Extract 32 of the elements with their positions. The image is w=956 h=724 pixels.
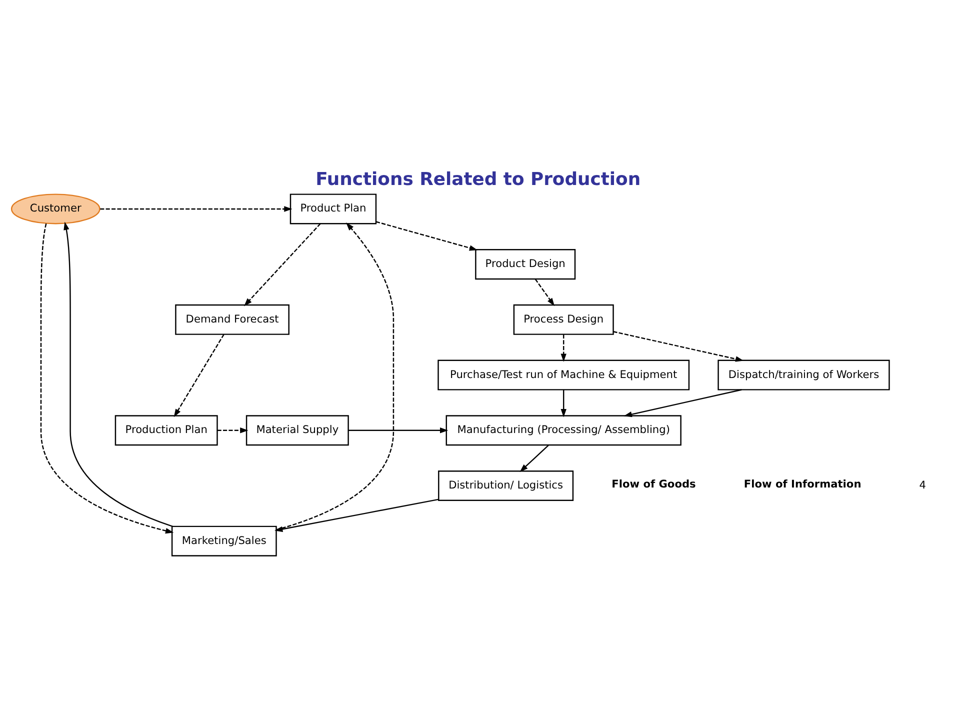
arrow	[560, 390, 566, 418]
node-box: Manufacturing (Processing/ Assembling)	[446, 415, 682, 446]
node-ellipse: Customer	[10, 194, 100, 224]
arrow	[100, 206, 292, 212]
arrow	[534, 278, 555, 306]
arrow	[274, 498, 438, 532]
arrow	[348, 428, 448, 434]
legend-label: Flow of Goods	[612, 478, 696, 491]
node-box: Demand Forecast	[175, 304, 290, 335]
arrow	[376, 221, 478, 251]
legend-label: Flow of Information	[744, 478, 862, 491]
node-box: Production Plan	[114, 415, 218, 446]
diagram-title: Functions Related to Production	[316, 169, 641, 190]
arrow	[217, 428, 248, 434]
node-box: Distribution/ Logistics	[438, 470, 574, 501]
arrow	[560, 334, 566, 362]
arrow	[613, 331, 744, 362]
arrow	[276, 222, 394, 530]
node-box: Product Design	[475, 249, 576, 280]
arrow	[64, 222, 173, 527]
node-box: Purchase/Test run of Machine & Equipment	[438, 360, 690, 390]
arrow	[174, 334, 224, 418]
node-box: Product Plan	[290, 194, 377, 224]
arrow	[624, 389, 742, 418]
node-box: Marketing/Sales	[171, 526, 277, 556]
node-box: Process Design	[513, 304, 614, 335]
node-box: Dispatch/training of Workers	[718, 360, 890, 390]
label: 4	[919, 480, 926, 492]
arrow	[520, 444, 549, 472]
arrow	[244, 223, 321, 306]
arrow	[40, 223, 174, 534]
node-box: Material Supply	[246, 415, 349, 446]
